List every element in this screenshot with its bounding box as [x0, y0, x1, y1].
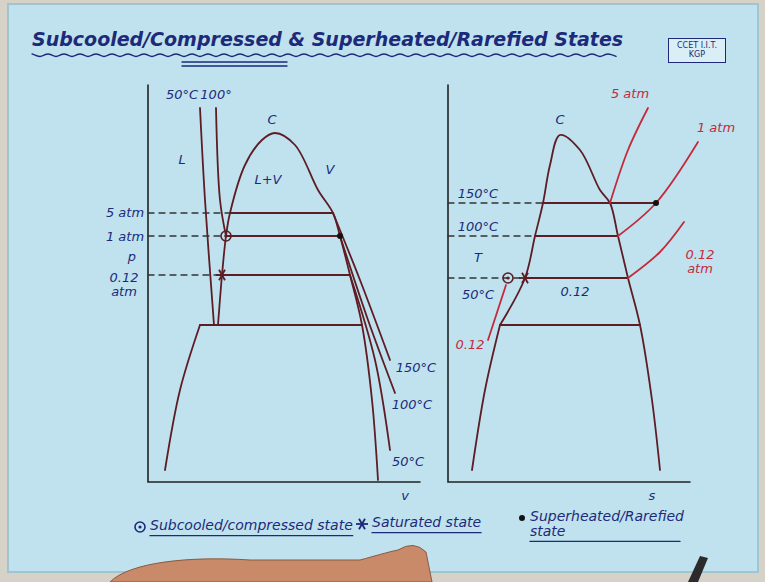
pv-triple-line — [200, 324, 362, 326]
plot-label: 50°C — [391, 455, 425, 469]
legend-symbol — [132, 519, 148, 535]
pv-guide-dashed — [148, 212, 230, 213]
plot-label: 0.12 — [560, 285, 591, 299]
pv-isobar — [230, 212, 333, 214]
pv-vapour-isotherm — [333, 213, 390, 360]
plot-label: 100° — [199, 88, 232, 102]
ts-triple-line — [500, 324, 640, 326]
saturated-marker — [522, 273, 528, 283]
plot-label: p — [127, 250, 137, 264]
pv-liquid-isotherm — [216, 108, 226, 236]
plot-label: 1 atm — [105, 230, 145, 244]
plot-label: 100°C — [457, 220, 499, 234]
superheated-marker — [653, 200, 659, 206]
subcooled-marker — [135, 522, 145, 532]
pv-isobar — [222, 274, 350, 276]
stamp-box: CCET I.I.T. KGP — [668, 38, 726, 63]
plot-label: C — [554, 113, 565, 127]
legend-underline — [530, 541, 680, 542]
pen — [688, 556, 708, 582]
plot-label: 0.12 atm — [106, 271, 142, 298]
plot-label: C — [266, 113, 277, 127]
pressure-label: 1 atm — [696, 121, 736, 135]
superheated-marker — [337, 233, 343, 239]
plot-label: 100°C — [391, 398, 433, 412]
legend-underline — [150, 535, 353, 536]
pressure-label: 5 atm — [610, 87, 650, 101]
presenter-hand — [110, 545, 432, 582]
pv-base-curve — [165, 325, 200, 470]
subcooled-marker — [221, 231, 231, 241]
pv-saturation-dome — [218, 133, 378, 480]
pv-axes — [148, 85, 420, 482]
subcooled-marker — [503, 273, 513, 283]
slide-title: Subcooled/Compressed & Superheated/Raref… — [32, 30, 623, 50]
plot-label: V — [325, 163, 336, 177]
ts-isobar-red — [618, 142, 698, 236]
ts-isotherm — [535, 235, 618, 237]
plot-label: 50°C — [461, 288, 495, 302]
plot-label: L+V — [253, 173, 282, 187]
legend-symbol — [514, 510, 530, 526]
plot-label: 150°C — [395, 361, 437, 375]
stamp-text: CCET I.I.T. KGP — [672, 41, 722, 59]
ts-saturation-dome — [500, 135, 660, 470]
plot-label: 50°C — [165, 88, 199, 102]
ts-isotherm — [543, 202, 656, 204]
pressure-label: 0.12 atm — [682, 248, 718, 275]
subcooled-marker-dot — [138, 525, 141, 528]
saturated-marker — [219, 270, 225, 280]
saturated-marker — [219, 270, 225, 280]
pressure-label: 0.12 — [455, 338, 486, 352]
ts-isotherm — [525, 277, 628, 279]
title-underline — [32, 54, 616, 57]
ts-guide-dashed — [448, 235, 535, 236]
plot-label: L — [177, 153, 186, 167]
title-double-underline — [182, 65, 287, 66]
superheated-marker — [519, 515, 525, 521]
paper — [8, 4, 758, 572]
saturated-marker — [522, 273, 528, 283]
ts-guide-dashed — [448, 202, 543, 203]
legend-text: Subcooled/compressed state — [150, 518, 353, 533]
legend-text: Superheated/Rarefied state — [530, 509, 680, 538]
ts-isobar-red — [628, 222, 684, 278]
subcooled-marker-dot — [224, 234, 227, 237]
ts-isobar-red — [610, 108, 648, 203]
pv-isobar — [226, 235, 340, 237]
plot-label: v — [400, 489, 410, 503]
plot-label: 5 atm — [105, 206, 145, 220]
plot-label: s — [648, 489, 657, 503]
ts-axes — [448, 85, 690, 482]
legend-underline — [372, 532, 481, 533]
title-double-underline — [182, 61, 287, 62]
saturated-marker — [359, 519, 365, 529]
plot-label: T — [473, 251, 483, 265]
pv-liquid-isotherm — [200, 108, 214, 325]
pv-guide-dashed — [148, 235, 226, 236]
saturated-marker — [359, 519, 365, 529]
plot-label: 150°C — [457, 187, 499, 201]
pv-vapour-isotherm — [350, 275, 390, 450]
pv-vapour-isotherm — [340, 236, 395, 393]
legend-symbol — [354, 516, 370, 532]
subcooled-marker-dot — [506, 276, 509, 279]
legend-text: Saturated state — [372, 515, 481, 530]
